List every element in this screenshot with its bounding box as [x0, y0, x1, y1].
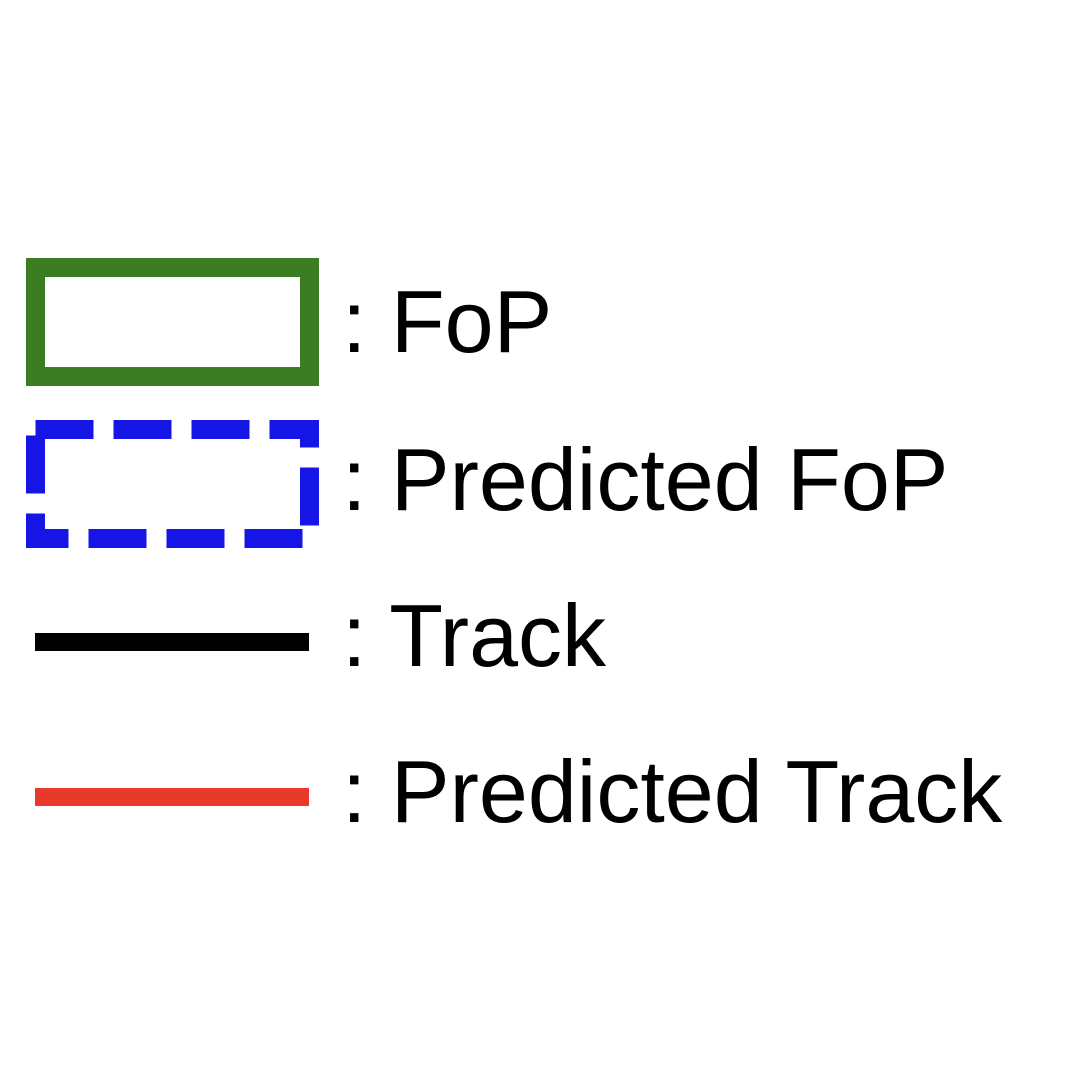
legend-item-track: : Track: [0, 590, 1080, 690]
legend-label-fop: : FoP: [342, 272, 553, 371]
legend-label-predicted-track: : Predicted Track: [342, 742, 1003, 841]
legend-label-predicted-fop: : Predicted FoP: [342, 430, 949, 529]
legend-label-track: : Track: [342, 586, 607, 685]
track-line-swatch: [35, 633, 309, 651]
legend-item-predicted-fop: : Predicted FoP: [0, 420, 1080, 550]
fop-swatch: [26, 258, 319, 386]
legend-item-fop: : FoP: [0, 258, 1080, 388]
predicted-track-line-swatch: [35, 788, 309, 806]
predicted-fop-swatch: [26, 420, 319, 548]
legend-item-predicted-track: : Predicted Track: [0, 740, 1080, 840]
